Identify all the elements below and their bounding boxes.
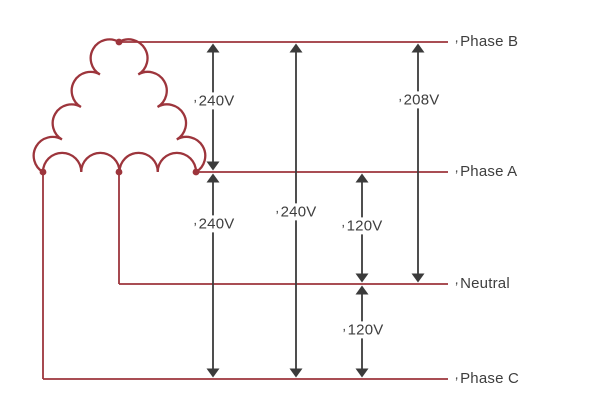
arrowhead-down-icon bbox=[206, 161, 220, 171]
wire-layer bbox=[42, 41, 448, 380]
arrowhead-up-icon bbox=[355, 173, 369, 183]
voltage-label-2: 240V bbox=[273, 203, 319, 221]
junction-layer bbox=[39, 38, 200, 176]
apex-junction bbox=[115, 38, 123, 46]
voltage-label-0: 240V bbox=[191, 92, 237, 110]
arrowhead-down-icon bbox=[289, 368, 303, 378]
arrowhead-up-icon bbox=[289, 43, 303, 53]
center-tap-junction bbox=[115, 168, 123, 176]
bottom-left-junction bbox=[39, 168, 47, 176]
phase-label-phase-a: Phase A bbox=[455, 163, 517, 180]
measurement-arrow-240v bbox=[206, 173, 220, 378]
arrowhead-down-icon bbox=[355, 368, 369, 378]
arrowhead-up-icon bbox=[206, 173, 220, 183]
bottom-right-junction bbox=[192, 168, 200, 176]
phase-label-neutral: Neutral bbox=[455, 275, 510, 292]
arrowhead-down-icon bbox=[206, 368, 220, 378]
phase-label-phase-b: Phase B bbox=[455, 33, 518, 50]
voltage-label-4: 120V bbox=[340, 321, 386, 339]
arrowhead-up-icon bbox=[206, 43, 220, 53]
voltage-label-3: 120V bbox=[339, 217, 385, 235]
arrowhead-up-icon bbox=[355, 285, 369, 295]
delta-winding bbox=[32, 38, 207, 173]
arrowhead-down-icon bbox=[411, 273, 425, 283]
phase-label-phase-c: Phase C bbox=[455, 370, 519, 387]
arrowhead-up-icon bbox=[411, 43, 425, 53]
measurement-arrow-208v bbox=[411, 43, 425, 283]
arrowhead-down-icon bbox=[355, 273, 369, 283]
voltage-label-1: 240V bbox=[191, 215, 237, 233]
voltage-label-5: 208V bbox=[396, 91, 442, 109]
